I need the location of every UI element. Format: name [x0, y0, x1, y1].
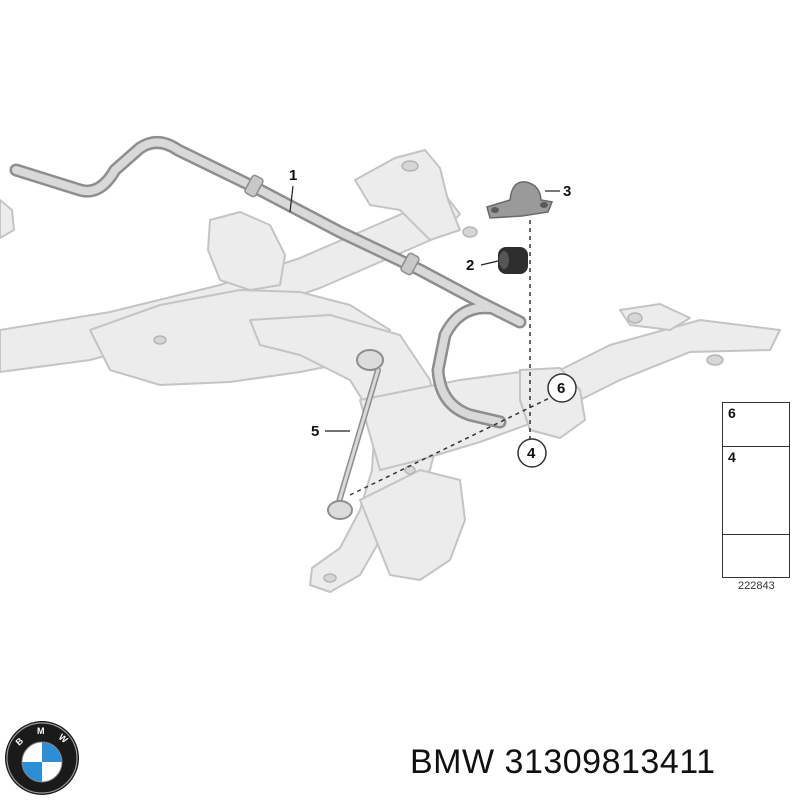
- diagram-reference-number: 222843: [738, 580, 775, 592]
- legend-label-4: 4: [728, 449, 736, 465]
- callout-4: 4: [527, 445, 536, 462]
- callout-3: 3: [563, 183, 572, 200]
- callout-6: 6: [557, 380, 566, 397]
- leader-lines: [289, 185, 560, 432]
- callout-circles: [517, 373, 577, 468]
- brand-name: BMW: [410, 743, 495, 781]
- legend-box-direction: [722, 534, 790, 578]
- bracket: [486, 181, 554, 219]
- subframe-holes: [153, 160, 724, 583]
- callout-1: 1: [289, 167, 298, 184]
- subframe: [0, 149, 781, 593]
- legend-box-bolt: 4: [722, 446, 790, 536]
- part-number: 31309813411: [504, 743, 716, 781]
- legend-box-nut: 6: [722, 402, 790, 448]
- svg-text:B: B: [14, 735, 26, 747]
- stabilizer-link: [327, 349, 384, 520]
- svg-text:M: M: [37, 726, 45, 736]
- callout-2: 2: [466, 257, 475, 274]
- rubber-mounting: [498, 247, 528, 274]
- stabilizer-bar-collars: [244, 174, 420, 276]
- legend-label-6: 6: [728, 405, 736, 421]
- part-caption: BMW 31309813411: [410, 743, 716, 782]
- bmw-logo-icon: B M W: [5, 721, 79, 795]
- callout-5: 5: [311, 423, 320, 440]
